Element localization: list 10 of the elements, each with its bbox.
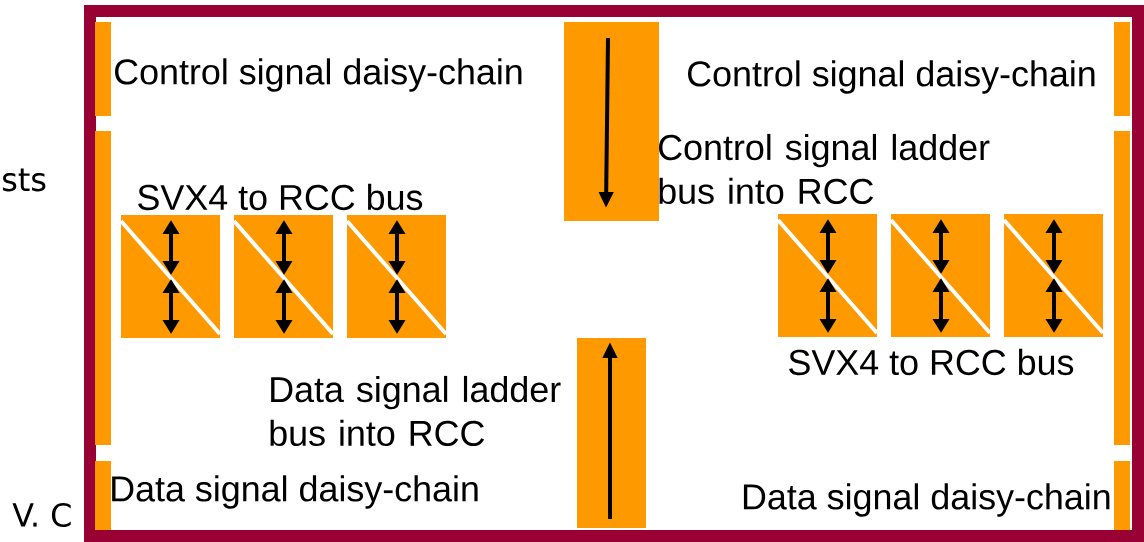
label: V. C [12, 502, 71, 528]
label: SVX4 to RCC bus [789, 348, 1074, 376]
label: Control signal daisy-chain [688, 60, 1095, 94]
label: Control signal daisy-chain [115, 58, 522, 92]
label: Control signal ladder bus into RCC [659, 133, 990, 205]
label: SVX4 to RCC bus [138, 183, 423, 211]
label: Data signal daisy-chain [112, 475, 478, 509]
label: sts [2, 168, 46, 192]
label: Data signal ladder bus into RCC [270, 375, 561, 447]
label: Data signal daisy-chain [743, 483, 1110, 517]
